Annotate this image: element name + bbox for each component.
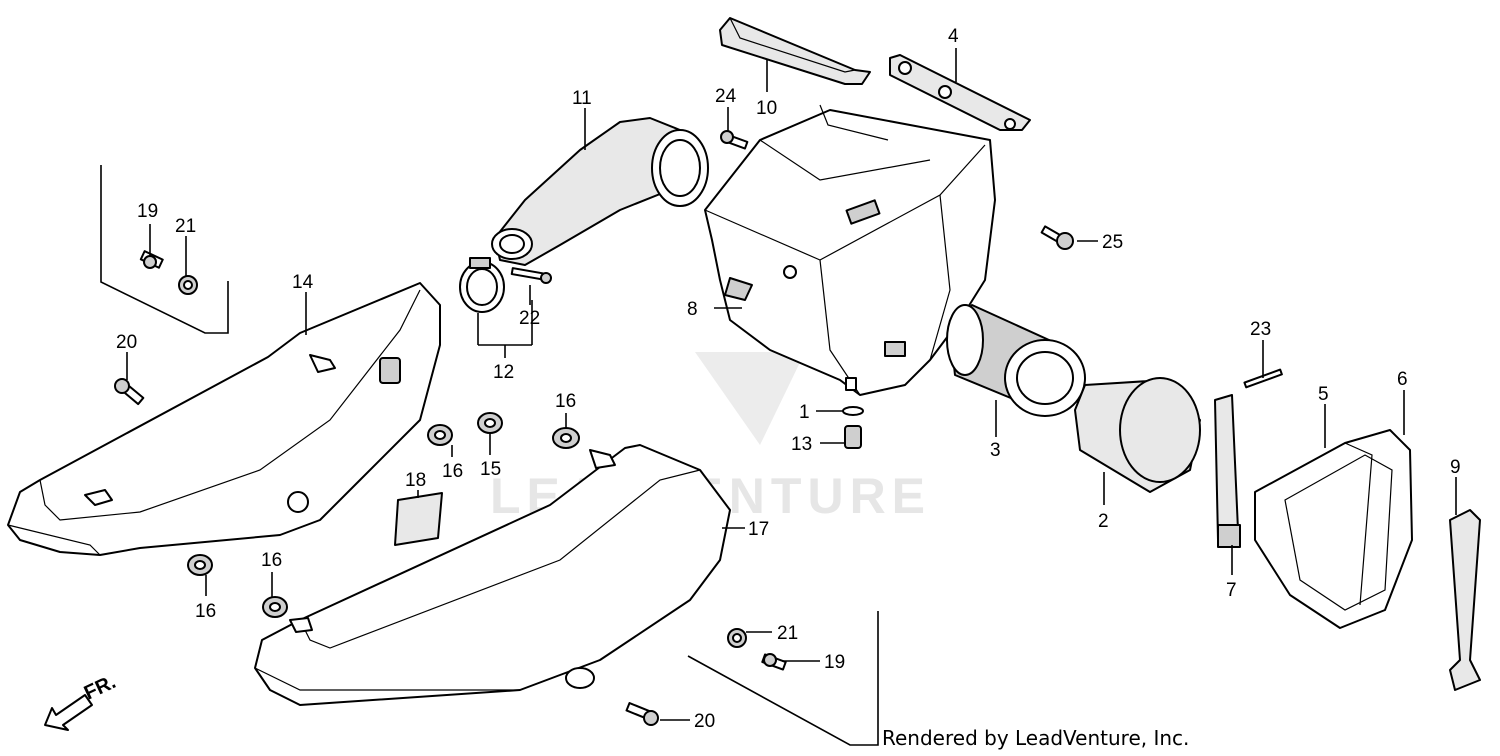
bracket-left-group [100,165,229,334]
callout-19-left: 19 [137,201,158,222]
strap-9 [1449,509,1481,691]
air-cleaner-case [704,104,996,396]
callout-16-d: 16 [261,550,282,571]
intake-tube [491,117,709,266]
callout-2: 2 [1098,511,1109,532]
callout-11: 11 [572,88,592,109]
grommet-15 [477,412,503,434]
callout-17: 17 [748,519,769,540]
callout-23: 23 [1250,319,1271,340]
grommet-16-c [187,554,213,576]
callout-10: 10 [756,98,777,119]
nut-21-left [178,275,198,295]
callout-22: 22 [519,308,540,329]
callout-6: 6 [1397,369,1408,390]
plate-4 [889,54,1031,131]
bolt-24 [720,130,749,150]
callout-7: 7 [1226,580,1237,601]
screw-22 [510,267,552,284]
grommet-16-a [427,424,453,446]
bracket-right-group [687,611,879,746]
callout-16-b: 16 [555,391,576,412]
callout-4: 4 [948,26,959,47]
hose-clamp [459,257,505,313]
callout-15: 15 [480,459,501,480]
decal [394,492,443,546]
callout-14: 14 [292,272,314,293]
callout-18: 18 [405,470,426,491]
watermark-logo [695,352,805,445]
callout-16-c: 16 [195,601,216,622]
callout-24: 24 [715,86,737,107]
callout-16-a: 16 [442,461,463,482]
credit-text: Rendered by LeadVenture, Inc. [882,726,1190,750]
callout-19-right: 19 [824,652,845,673]
callout-labels: 4 10 11 24 25 19 21 14 20 22 12 8 1 13 3… [116,26,1461,732]
callout-9: 9 [1450,457,1461,478]
grommet-16-d [262,596,288,618]
leader-lines [126,48,1457,721]
callout-5: 5 [1318,384,1329,405]
side-cover-right [254,444,731,706]
drain-tube [844,425,862,449]
o-ring [842,406,864,416]
air-filter-element [946,304,1086,417]
callout-8: 8 [687,299,698,320]
front-direction-indicator: FR. [44,671,119,731]
bolt-25 [1040,225,1074,250]
callout-21-right: 21 [777,623,798,644]
bolt-20-right [625,702,659,726]
callout-21-left: 21 [175,216,196,237]
callout-12: 12 [493,362,514,383]
nut-21-right [727,628,747,648]
cover-10 [719,17,871,85]
bolt-19-right [761,653,787,671]
grommet-16-b [552,427,580,449]
bolt-20-left [114,378,145,406]
callout-20-left: 20 [116,332,137,353]
callout-20-right: 20 [694,711,715,732]
strap-7 [1214,394,1241,548]
callout-25: 25 [1102,232,1123,253]
front-arrow-icon [44,694,93,731]
callout-1: 1 [799,402,810,423]
air-cleaner-cover [1254,429,1413,629]
callout-3: 3 [990,440,1001,461]
callout-13: 13 [791,434,812,455]
foam-filter [1074,377,1201,493]
side-cover-left [7,282,441,556]
bolt-19-left [139,250,164,269]
